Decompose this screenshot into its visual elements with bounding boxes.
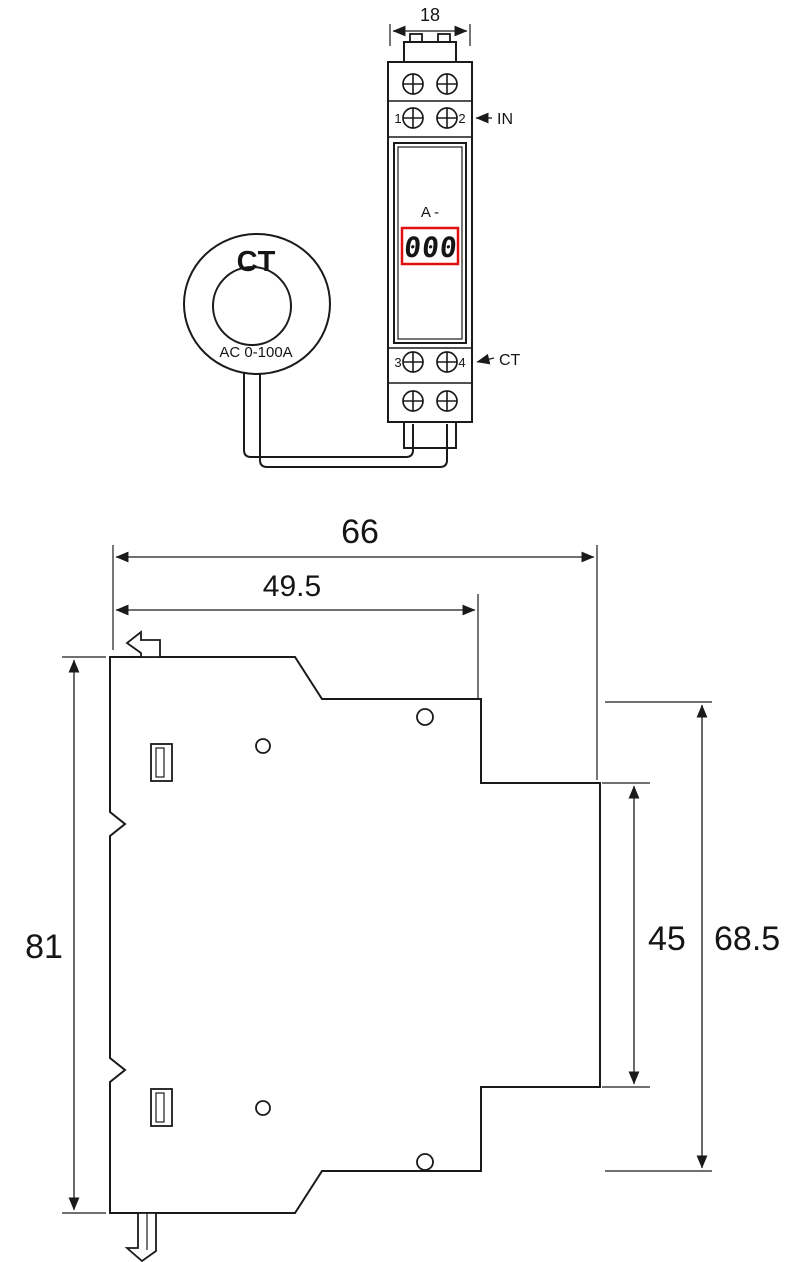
ct-wire-left [243, 372, 414, 458]
ct-wire-right [259, 373, 448, 468]
fastener-slot [150, 1088, 173, 1127]
ct-sensor-rating: AC 0-100A [219, 344, 292, 361]
dim-body-height-68-5: 68.5 [605, 701, 780, 1172]
rivet-hole [416, 1153, 434, 1171]
dim-width-18: 18 [389, 5, 471, 46]
fastener-slot [150, 743, 173, 782]
in-callout: IN [475, 111, 513, 128]
dim-81-label: 81 [25, 928, 63, 966]
side-view: 66 49.5 81 45 68.5 [25, 513, 780, 1262]
rivet-hole [416, 708, 434, 726]
rivet-hole [255, 738, 271, 754]
terminal-number-3: 3 [394, 355, 401, 370]
terminal-number-2: 2 [458, 111, 465, 126]
terminal-screw [436, 390, 458, 412]
dim-66-label: 66 [341, 513, 379, 551]
ct-callout-label: CT [499, 352, 521, 369]
terminal-screw-2 [436, 107, 458, 129]
dim-49-5-label: 49.5 [263, 570, 321, 603]
bottom-rail-clip [124, 1212, 157, 1262]
dim-18-label: 18 [420, 5, 440, 25]
front-view: 18 1 2 [183, 5, 521, 468]
display-unit-label: A - [421, 204, 439, 221]
terminal-screw [402, 73, 424, 95]
led-display-frame [400, 226, 460, 266]
display-window: A - 000 [393, 142, 467, 344]
dim-45-label: 45 [648, 920, 686, 958]
terminal-screw [402, 390, 424, 412]
side-profile-outline [109, 656, 601, 1214]
terminal-screw-4 [436, 351, 458, 373]
ct-sensor-name: CT [237, 246, 276, 278]
dim-overall-height-81: 81 [25, 656, 106, 1214]
in-callout-label: IN [497, 111, 513, 128]
terminal-number-4: 4 [458, 355, 465, 370]
bottom-clip-tab [403, 421, 457, 449]
terminal-screw-3 [402, 351, 424, 373]
rivet-hole [255, 1100, 271, 1116]
terminal-number-1: 1 [394, 111, 401, 126]
led-display-value: 000 [402, 231, 459, 264]
dim-overall-width-66: 66 [112, 513, 598, 780]
terminal-screw [436, 73, 458, 95]
dim-upper-width-49-5: 49.5 [115, 570, 479, 698]
top-rail-hook [125, 630, 161, 658]
terminal-screw-1 [402, 107, 424, 129]
ct-callout: CT [476, 352, 521, 369]
ct-sensor-ring: CT AC 0-100A [183, 233, 331, 375]
dim-68-5-label: 68.5 [714, 920, 780, 958]
top-clip-tab [403, 33, 457, 63]
dim-recess-height-45: 45 [602, 782, 686, 1088]
